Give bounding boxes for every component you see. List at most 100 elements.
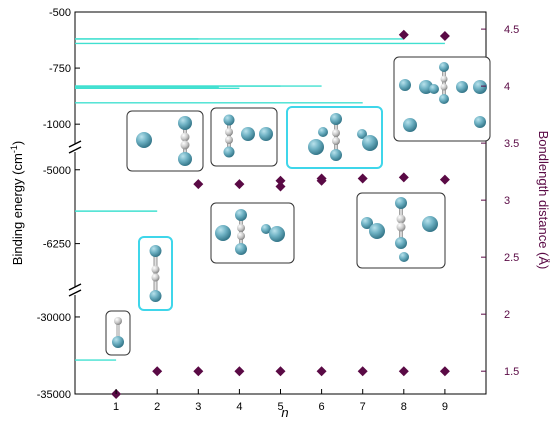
atom xyxy=(396,222,406,232)
atom xyxy=(399,79,411,91)
atom xyxy=(399,252,409,262)
atom xyxy=(180,132,190,142)
y-right-tick-label: 4.5 xyxy=(504,24,519,36)
axis-break-gap xyxy=(68,287,82,295)
atom xyxy=(330,113,342,125)
atom xyxy=(151,273,160,282)
atom xyxy=(237,224,245,232)
inset-frame xyxy=(210,202,295,264)
atom xyxy=(112,336,124,348)
x-axis-label: n xyxy=(281,405,288,420)
bondlength-marker xyxy=(234,179,245,190)
y-right-tick-label: 3 xyxy=(504,195,510,207)
atom xyxy=(235,209,247,221)
y-left-tick-label: -500 xyxy=(49,7,71,19)
atom xyxy=(440,83,448,91)
y-axis-label: Binding energy (cm-1) xyxy=(9,141,25,265)
y-left-tick-label: -35000 xyxy=(37,389,71,401)
atom xyxy=(215,225,231,241)
atom xyxy=(362,135,378,151)
y-right-tick-label: 3.5 xyxy=(504,138,519,150)
atom xyxy=(403,118,417,132)
atom xyxy=(269,226,285,242)
y-axis-label-sup: -1 xyxy=(9,145,19,153)
atom xyxy=(235,243,247,255)
atom xyxy=(114,317,122,325)
atom xyxy=(223,146,235,158)
bondlength-marker xyxy=(275,366,286,377)
cluster-inset xyxy=(356,192,446,269)
y-right-tick-label: 2.5 xyxy=(504,252,519,264)
atom xyxy=(456,81,468,93)
atom xyxy=(308,139,324,155)
x-tick-label: 1 xyxy=(113,401,119,413)
y-axis-label-unit: (cm xyxy=(10,153,25,175)
atom xyxy=(439,62,449,72)
bondlength-marker xyxy=(316,366,327,377)
atom xyxy=(151,265,160,274)
x-tick-label: 2 xyxy=(154,401,160,413)
bond xyxy=(442,67,446,99)
bondlength-marker xyxy=(193,366,204,377)
atom xyxy=(149,290,162,302)
bondlength-marker xyxy=(439,366,450,377)
bondlength-marker xyxy=(439,174,450,185)
atom xyxy=(357,129,367,139)
y-right-tick-label: 4 xyxy=(504,81,510,93)
cluster-inset xyxy=(105,310,131,356)
axis-break-gap xyxy=(68,144,82,152)
atom xyxy=(330,149,342,161)
cluster-inset xyxy=(393,56,491,142)
atom xyxy=(396,214,406,224)
axis-break-mark xyxy=(68,289,82,297)
cluster-inset xyxy=(286,106,383,169)
bondlength-marker xyxy=(275,175,286,186)
atom xyxy=(225,128,233,136)
y-left-tick-label: -750 xyxy=(49,63,71,75)
atom xyxy=(422,216,438,232)
x-tick-label: 6 xyxy=(319,401,325,413)
atom xyxy=(261,224,271,234)
y-axis-label-close: ) xyxy=(10,141,25,145)
y-right-tick-label: 1.5 xyxy=(504,366,519,378)
cluster-inset xyxy=(126,110,204,172)
axis-break-mark xyxy=(68,283,82,291)
atom xyxy=(395,197,407,209)
atom xyxy=(178,152,192,166)
x-tick-label: 3 xyxy=(195,401,201,413)
bondlength-marker xyxy=(398,172,409,183)
axis-break-mark xyxy=(68,146,82,154)
y-axis-label-text: Binding energy xyxy=(10,178,25,265)
y-left-tick-label: -30000 xyxy=(37,312,71,324)
bondlength-marker xyxy=(234,366,245,377)
x-tick-label: 8 xyxy=(401,401,407,413)
x-tick-label: 5 xyxy=(277,401,283,413)
atom xyxy=(241,127,255,141)
atom xyxy=(332,137,340,145)
bondlength-marker xyxy=(357,173,368,184)
atom xyxy=(361,217,373,229)
atom xyxy=(369,223,385,239)
atom xyxy=(136,132,152,148)
bondlength-marker xyxy=(152,366,163,377)
bondlength-marker xyxy=(357,366,368,377)
atom xyxy=(223,114,235,126)
atom xyxy=(178,116,192,130)
atom xyxy=(237,232,245,240)
x-tick-label: 7 xyxy=(360,401,366,413)
cluster-inset xyxy=(138,236,173,311)
bondlength-marker xyxy=(193,179,204,190)
atom xyxy=(440,75,448,83)
x-tick-label: 4 xyxy=(236,401,242,413)
y-right-tick-label: 2 xyxy=(504,309,510,321)
atom xyxy=(225,136,233,144)
axis-break-mark xyxy=(68,140,82,148)
y-left-tick-label: -1000 xyxy=(43,119,71,131)
cluster-inset xyxy=(210,202,295,264)
bondlength-marker xyxy=(398,366,409,377)
x-tick-label: 9 xyxy=(442,401,448,413)
y-left-tick-label: -6250 xyxy=(43,239,71,251)
bondlength-marker xyxy=(398,29,409,40)
